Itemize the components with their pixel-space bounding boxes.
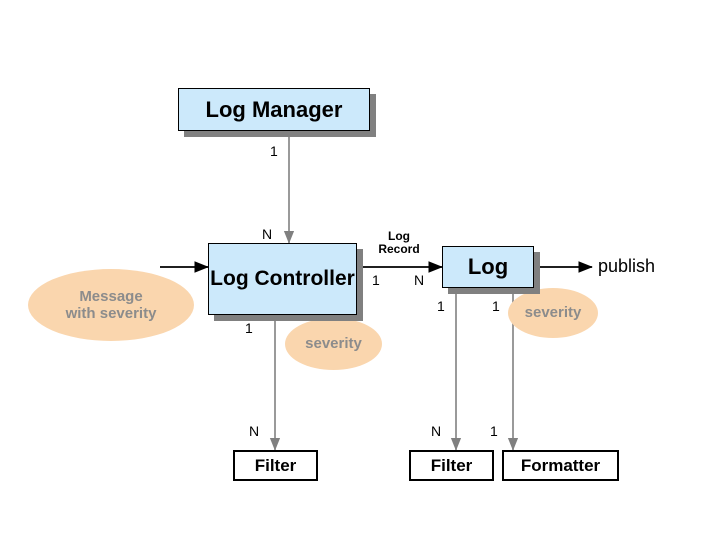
- ellipse-severity-controller-label: severity: [305, 335, 362, 353]
- multiplicity-controller-to-log-one: 1: [372, 272, 380, 288]
- multiplicity-manager-to-controller-many: N: [262, 226, 272, 242]
- multiplicity-log-to-filter-many: N: [431, 423, 441, 439]
- ellipse-message-line1: Message: [79, 287, 143, 305]
- class-box-log[interactable]: Log: [442, 246, 534, 288]
- ellipse-message-with-severity: Message with severity: [28, 269, 194, 341]
- multiplicity-controller-to-filter-one: 1: [245, 320, 253, 336]
- plain-box-formatter-label: Formatter: [520, 455, 601, 475]
- ellipse-message-text: Message with severity: [66, 288, 157, 323]
- plain-box-filter-left-label: Filter: [254, 455, 297, 475]
- multiplicity-value: 1: [372, 272, 380, 288]
- ellipse-severity-log-label: severity: [524, 304, 582, 322]
- edge-label-log-record-line1: Log: [388, 229, 410, 243]
- class-box-log-controller[interactable]: Log Controller: [208, 243, 357, 315]
- multiplicity-value: N: [431, 423, 442, 439]
- multiplicity-value: 1: [490, 423, 498, 439]
- multiplicity-controller-to-log-many: N: [414, 272, 424, 288]
- multiplicity-value: 1: [245, 320, 253, 336]
- multiplicity-manager-to-controller-one: 1: [270, 143, 278, 159]
- multiplicity-log-to-formatter-one-top: 1: [492, 298, 500, 314]
- plain-box-filter-right-label: Filter: [430, 455, 473, 475]
- multiplicity-value: 1: [437, 298, 445, 314]
- edge-label-log-record-line2: Record: [378, 242, 420, 257]
- class-box-log-manager[interactable]: Log Manager: [178, 88, 370, 131]
- plain-box-formatter[interactable]: Formatter: [502, 450, 619, 481]
- multiplicity-value: 1: [270, 143, 278, 159]
- class-box-log-label: Log: [467, 254, 509, 280]
- multiplicity-controller-to-filter-many: N: [249, 423, 259, 439]
- ellipse-severity-controller: severity: [285, 318, 382, 370]
- multiplicity-value: N: [414, 272, 425, 288]
- edge-label-publish: publish: [598, 256, 655, 277]
- multiplicity-log-to-filter-one: 1: [437, 298, 445, 314]
- plain-box-filter-left[interactable]: Filter: [233, 450, 318, 481]
- plain-box-filter-right[interactable]: Filter: [409, 450, 494, 481]
- ellipse-severity-log: severity: [508, 288, 598, 338]
- multiplicity-log-to-formatter-one-bottom: 1: [490, 423, 498, 439]
- class-box-log-manager-label: Log Manager: [205, 96, 343, 122]
- class-box-log-controller-label: Log Controller: [210, 266, 355, 290]
- multiplicity-value: N: [249, 423, 260, 439]
- edge-label-log-record: Log Record: [371, 229, 427, 257]
- edge-label-publish-text: publish: [598, 256, 656, 276]
- multiplicity-value: N: [262, 226, 273, 242]
- multiplicity-value: 1: [492, 298, 500, 314]
- ellipse-message-line2: with severity: [65, 305, 157, 322]
